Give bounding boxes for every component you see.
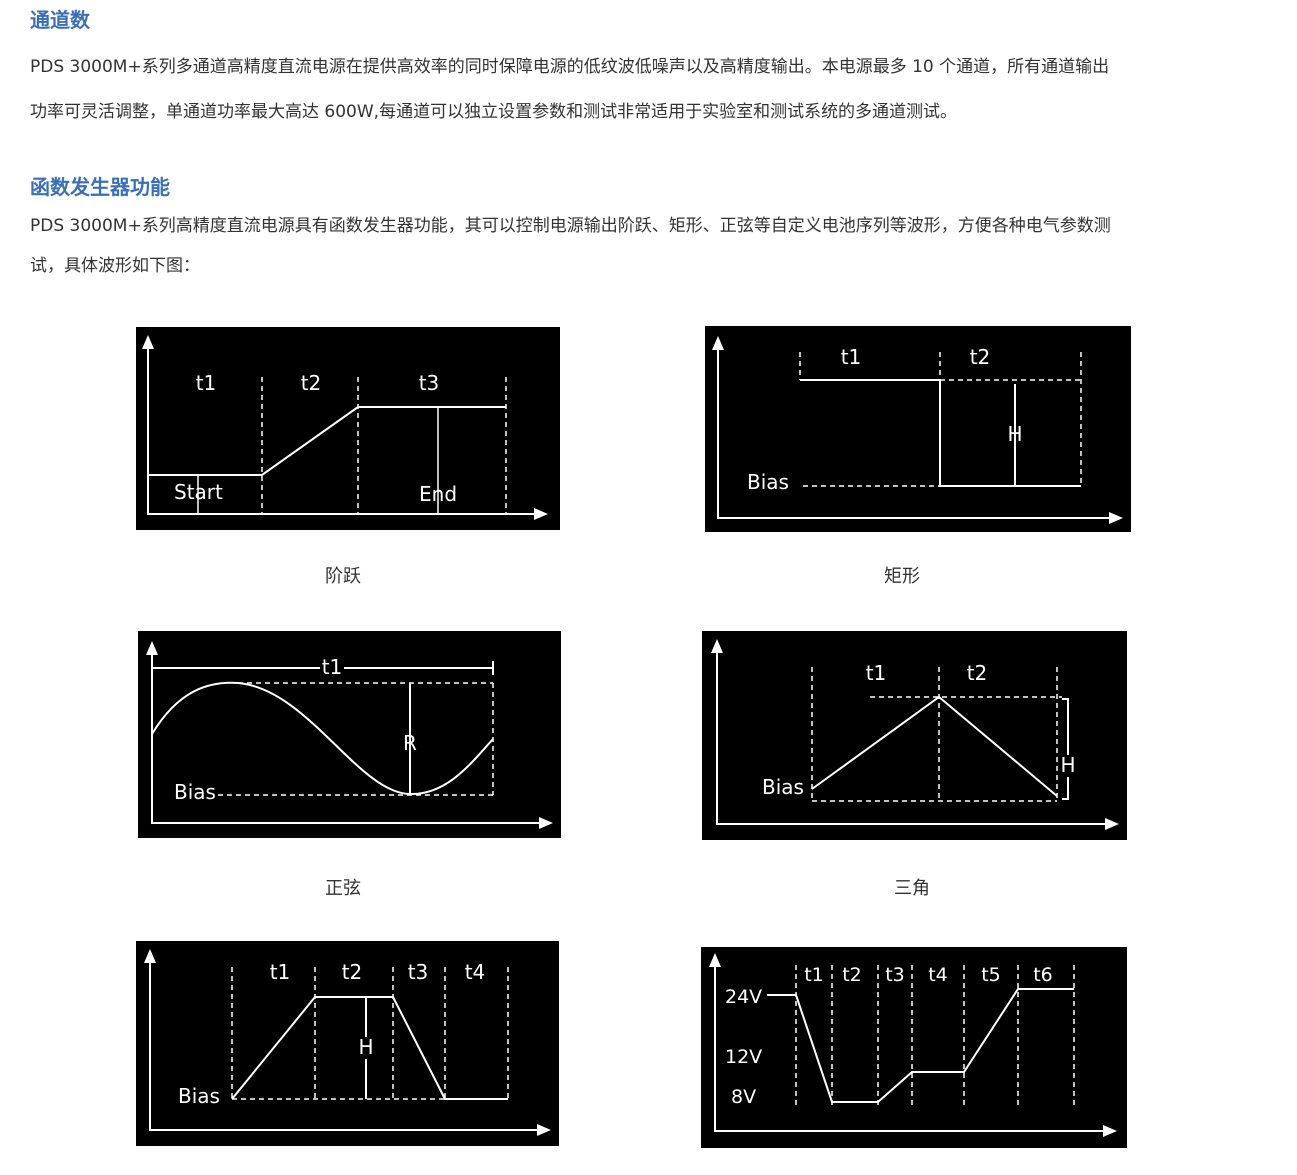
x-axis-arrow bbox=[1109, 512, 1123, 524]
triangle-waveform-line bbox=[811, 695, 1058, 797]
label-t1: t1 bbox=[270, 960, 291, 984]
triangle-waveform-svg: t1 t2 H Bias bbox=[711, 639, 1119, 830]
label-h: H bbox=[1007, 422, 1022, 446]
label-t2: t2 bbox=[342, 960, 363, 984]
label-t5: t5 bbox=[981, 964, 1001, 986]
label-h: H bbox=[1060, 753, 1075, 777]
step-waveform-svg: t1 t2 t3 Start End bbox=[142, 335, 548, 520]
label-start: Start bbox=[174, 480, 223, 504]
x-axis-arrow bbox=[1105, 818, 1119, 830]
x-axis-arrow bbox=[537, 1124, 551, 1136]
sine-waveform-diagram: t1 R Bias bbox=[138, 631, 561, 838]
label-t1: t1 bbox=[322, 655, 343, 679]
height-label-background bbox=[355, 1037, 377, 1059]
section-heading-channels: 通道数 bbox=[30, 8, 90, 32]
sequence-waveform-diagram: t1 t2 t3 t4 t5 t6 24V 12V 8V bbox=[701, 947, 1127, 1148]
label-t1: t1 bbox=[866, 661, 887, 685]
triangle-waveform-diagram: t1 t2 H Bias bbox=[702, 631, 1127, 840]
label-t1: t1 bbox=[196, 371, 217, 395]
label-t2: t2 bbox=[301, 371, 322, 395]
label-bias: Bias bbox=[747, 470, 789, 494]
label-t2: t2 bbox=[842, 964, 862, 986]
y-axis-arrow bbox=[146, 641, 158, 655]
section-heading-function-generator: 函数发生器功能 bbox=[30, 175, 170, 199]
rectangle-waveform-line bbox=[800, 379, 1081, 487]
step-waveform-line bbox=[148, 406, 506, 476]
rectangle-waveform-diagram: t1 t2 H Bias bbox=[705, 326, 1131, 532]
paragraph-line: 试，具体波形如下图： bbox=[30, 256, 200, 276]
label-bias: Bias bbox=[174, 780, 216, 804]
y-axis-arrow bbox=[712, 336, 724, 350]
label-bias: Bias bbox=[762, 775, 804, 799]
height-label-background bbox=[1058, 755, 1074, 777]
paragraph-line: PDS 3000M+系列多通道高精度直流电源在提供高效率的同时保障电源的低纹波低… bbox=[30, 57, 1110, 77]
rectangle-waveform-svg: t1 t2 H Bias bbox=[712, 336, 1123, 524]
label-8v: 8V bbox=[731, 1086, 756, 1108]
label-24v: 24V bbox=[725, 986, 762, 1008]
label-h: H bbox=[358, 1035, 373, 1059]
label-t3: t3 bbox=[419, 371, 440, 395]
label-t3: t3 bbox=[885, 964, 905, 986]
y-axis-arrow bbox=[142, 335, 154, 349]
sequence-waveform-line bbox=[767, 988, 1074, 1103]
caption-step: 阶跃 bbox=[325, 566, 361, 587]
sine-waveform-line bbox=[151, 681, 494, 796]
height-bracket bbox=[1062, 698, 1069, 800]
x-axis-arrow bbox=[539, 817, 553, 829]
paragraph-line: PDS 3000M+系列高精度直流电源具有函数发生器功能，其可以控制电源输出阶跃… bbox=[30, 216, 1111, 236]
y-axis-arrow bbox=[144, 949, 156, 963]
label-end: End bbox=[419, 482, 457, 506]
y-axis-arrow bbox=[709, 953, 721, 967]
trapezoid-waveform-diagram: t1 t2 t3 t4 H Bias bbox=[136, 941, 559, 1146]
label-12v: 12V bbox=[725, 1046, 762, 1068]
sine-waveform-svg: t1 R Bias bbox=[146, 641, 553, 829]
label-t4: t4 bbox=[465, 960, 486, 984]
label-t6: t6 bbox=[1033, 964, 1053, 986]
label-t2: t2 bbox=[970, 345, 991, 369]
step-waveform-diagram: t1 t2 t3 Start End bbox=[136, 327, 560, 530]
label-bias: Bias bbox=[178, 1084, 220, 1108]
paragraph-line: 功率可灵活调整，单通道功率最大高达 600W,每通道可以独立设置参数和测试非常适… bbox=[30, 102, 958, 122]
y-axis-arrow bbox=[711, 639, 723, 653]
label-t1: t1 bbox=[841, 345, 862, 369]
label-t1: t1 bbox=[804, 964, 824, 986]
label-t4: t4 bbox=[928, 964, 948, 986]
trapezoid-waveform-svg: t1 t2 t3 t4 H Bias bbox=[144, 949, 551, 1136]
x-axis-arrow bbox=[534, 508, 548, 520]
period-label-background bbox=[320, 657, 344, 677]
label-t3: t3 bbox=[408, 960, 429, 984]
label-t2: t2 bbox=[967, 661, 988, 685]
x-axis-arrow bbox=[1103, 1125, 1117, 1137]
caption-triangle: 三角 bbox=[894, 878, 930, 899]
caption-rectangle: 矩形 bbox=[884, 566, 920, 587]
label-r: R bbox=[403, 731, 417, 755]
sequence-waveform-svg: t1 t2 t3 t4 t5 t6 24V 12V 8V bbox=[709, 953, 1117, 1137]
caption-sine: 正弦 bbox=[325, 878, 361, 899]
